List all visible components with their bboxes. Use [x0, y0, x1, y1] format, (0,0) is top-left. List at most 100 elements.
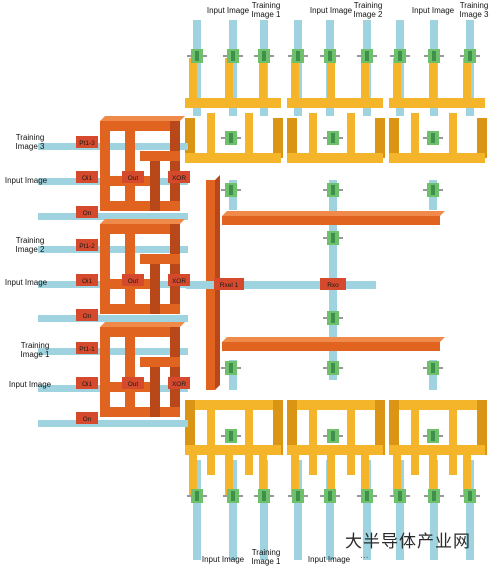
yellow-top-cell-3-bar2: [389, 153, 485, 163]
center-rxel-tag: [214, 278, 244, 290]
yellow-bottom-cell-2-v0: [291, 450, 299, 495]
orange-bus-lower: [222, 342, 440, 351]
yellow-top-cell-2: [287, 58, 385, 163]
orange-bus-lower-top: [222, 337, 445, 342]
yellow-bottom-cell-3-right: [477, 400, 487, 455]
center-rxo-label: Rxo: [327, 282, 339, 289]
yellow-bottom-cell-1-mid1: [207, 405, 215, 475]
yellow-bottom-cell-1-v0: [189, 450, 197, 495]
green-resistor-bottom-7: [424, 489, 444, 503]
green-resistor-top-0: [187, 49, 207, 63]
green-resistor-bottom-5: [357, 489, 377, 503]
green-resistor-top-7-core: [432, 51, 436, 61]
green-resistor-upper-mid-1: [323, 131, 343, 145]
green-resistor-top-3: [288, 49, 308, 63]
orange-logic-block-1-out-label: Out: [128, 175, 139, 182]
green-resistor-lower-low-1: [323, 429, 343, 443]
yellow-bottom-cell-2-v2: [361, 450, 369, 495]
green-resistor-center-1: [323, 231, 343, 245]
yellow-bottom-cell-2-v1: [327, 450, 335, 495]
yellow-top-cell-2-mid1: [309, 113, 317, 163]
green-resistor-top-5-core: [365, 51, 369, 61]
yellow-bottom-cell-3-mid2: [449, 405, 457, 475]
orange-logic-block-3-bottom: [100, 407, 180, 417]
left-training-label-2: Training Image 2: [15, 236, 45, 254]
blue-center-horizontal: [186, 281, 376, 289]
orange-logic-block-2-on-tag: [76, 309, 98, 321]
green-resistor-center-2: [323, 311, 343, 325]
center-rxel-label: Rxel 1: [220, 282, 239, 289]
orange-logic-block-2-mid: [125, 229, 135, 309]
top-training-label-2: Training Image 2: [353, 1, 383, 19]
green-resistor-bottom-0: [187, 489, 207, 503]
green-resistor-top-0-core: [195, 51, 199, 61]
yellow-top-cell-2-v0: [291, 58, 299, 98]
green-resistor-lower-mid-2: [423, 361, 443, 375]
orange-logic-block-3-out-label: Out: [128, 381, 139, 388]
green-resistor-top-1-core: [231, 51, 235, 61]
bottom-input-label-2: Input Image: [307, 555, 351, 564]
green-resistor-upper-mid-0: [221, 131, 241, 145]
green-resistor-top-2-core: [262, 51, 266, 61]
watermark-subtext: ...: [360, 551, 369, 561]
blue-bottom-line-7: [430, 460, 438, 560]
green-resistor-bottom-0-core: [195, 491, 199, 501]
yellow-bottom-cell-1-v1: [225, 450, 233, 495]
green-resistor-upper-mid-2-core: [431, 133, 435, 143]
yellow-bottom-cell-1-left: [185, 400, 195, 455]
orange-logic-block-1-pt-tag: [76, 136, 98, 148]
orange-logic-block-2-top-cap: [100, 219, 185, 224]
orange-logic-block-2-top: [100, 224, 180, 234]
green-resistor-bottom-1-core: [231, 491, 235, 501]
yellow-bottom-cell-1-mid2: [245, 405, 253, 475]
yellow-top-cell-3-right: [477, 118, 487, 158]
orange-logic-block-3-top-cap: [100, 322, 185, 327]
top-input-label-1: Input Image: [206, 6, 250, 15]
yellow-top-cell-3-left: [389, 118, 399, 158]
orange-logic-block-1-oi-tag: [76, 171, 98, 183]
blue-bottom-line-1: [229, 460, 237, 560]
yellow-top-cell-1-v2: [259, 58, 267, 98]
yellow-top-cell-1-bar1: [185, 98, 281, 108]
orange-logic-block-3-on-label: On: [83, 416, 92, 423]
yellow-bottom-cell-2: [287, 400, 385, 495]
yellow-top-cell-1-left: [185, 118, 195, 158]
green-resistor-bottom-8: [460, 489, 480, 503]
green-resistor-top-3-core: [296, 51, 300, 61]
orange-logic-block-2-pt-label: Pt1-2: [79, 243, 95, 250]
yellow-top-cell-3-mid1: [411, 113, 419, 163]
orange-logic-block-2-on-label: On: [83, 313, 92, 320]
orange-logic-block-3-xor-tag: [168, 377, 190, 389]
blue-left-line-6: [38, 348, 188, 355]
yellow-top-cell-1-bar2: [185, 153, 281, 163]
top-training-label-3: Training Image 3: [459, 1, 489, 19]
orange-logic-block-1-xor-tag: [168, 171, 190, 183]
blue-bottom-line-6: [396, 460, 404, 560]
yellow-bottom-cell-2-mid1: [309, 405, 317, 475]
green-resistor-bottom-4-core: [328, 491, 332, 501]
orange-logic-block-1-top: [100, 121, 180, 131]
orange-bus-upper: [222, 216, 440, 225]
orange-logic-block-3-cross1: [140, 357, 180, 367]
green-resistor-bottom-5-core: [365, 491, 369, 501]
left-input-label-1: Input Image: [4, 176, 48, 185]
orange-logic-block-2-stub: [150, 264, 160, 314]
orange-bus-upper-top: [222, 211, 445, 216]
bottom-input-label-1: Input Image: [201, 555, 245, 564]
green-resistor-bottom-3: [288, 489, 308, 503]
orange-logic-block-3-left: [100, 332, 110, 412]
orange-logic-block-3-pt-tag: [76, 342, 98, 354]
yellow-bottom-cell-2-mid2: [347, 405, 355, 475]
orange-logic-block-1-on-tag: [76, 206, 98, 218]
blue-bottom-line-4: [326, 460, 334, 560]
yellow-top-cell-3: [389, 58, 487, 163]
blue-left-line-8: [38, 420, 188, 427]
orange-logic-block-2-xor-label: XOR: [172, 278, 186, 285]
center-rxo-tag: [320, 278, 346, 290]
green-resistor-bottom-3-core: [296, 491, 300, 501]
green-resistor-lower-mid-1-core: [331, 363, 335, 373]
green-resistor-top-2: [254, 49, 274, 63]
